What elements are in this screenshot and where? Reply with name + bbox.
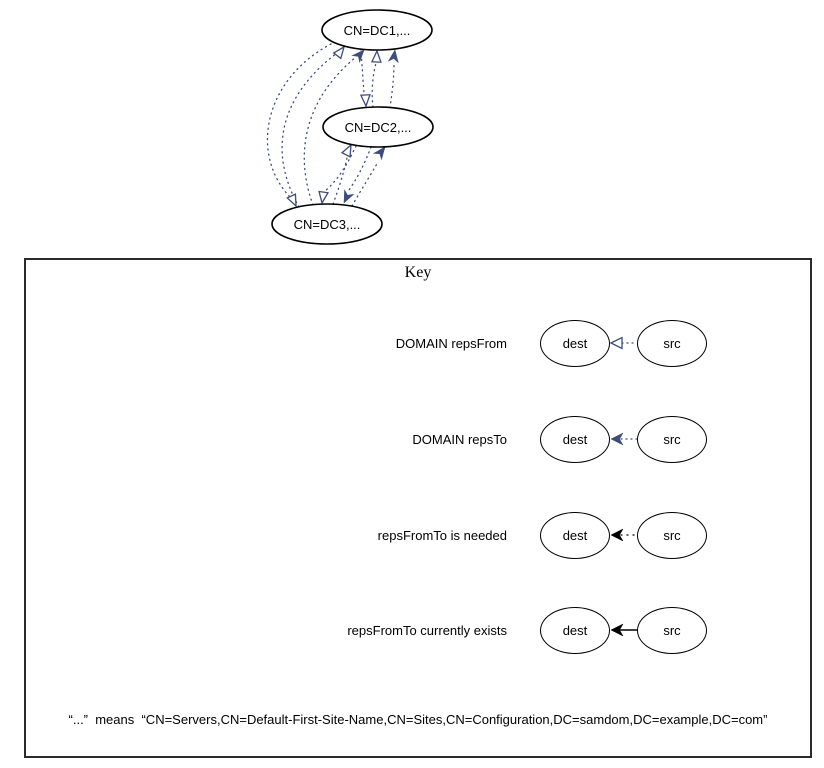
dest-ellipse: dest bbox=[540, 415, 610, 463]
edge-dc3-dc2-repsto bbox=[351, 161, 379, 207]
src-label: src bbox=[663, 622, 681, 638]
replication-graph: CN=DC1,... CN=DC2,... CN=DC3,... bbox=[266, 9, 434, 245]
key-row-repsfromto-needed: repsFromTo is needed dest src bbox=[26, 511, 810, 559]
open-arrowhead-icon bbox=[318, 190, 330, 205]
src-ellipse: src bbox=[637, 415, 707, 463]
key-row-repsfromto-exists: repsFromTo currently exists dest src bbox=[26, 606, 810, 654]
key-title: Key bbox=[404, 264, 432, 281]
key-row-label: repsFromTo currently exists bbox=[347, 622, 507, 638]
key-row-label: repsFromTo is needed bbox=[377, 527, 507, 543]
filled-vee-dotted-black-icon bbox=[610, 528, 637, 542]
open-arrowhead-icon bbox=[286, 193, 297, 208]
open-arrowhead-icon bbox=[359, 94, 371, 108]
dest-ellipse: dest bbox=[540, 606, 610, 654]
graph-arrowheads bbox=[286, 45, 399, 208]
edge-dc3-dc1-repsto bbox=[303, 56, 357, 206]
open-arrowhead-icon bbox=[340, 143, 352, 158]
dest-label: dest bbox=[562, 335, 588, 351]
node-dc2-ellipse bbox=[322, 106, 434, 148]
edge-dc2-dc1-repsfrom bbox=[371, 62, 377, 108]
src-ellipse: src bbox=[637, 319, 707, 367]
node-dc1-ellipse bbox=[321, 9, 433, 51]
edge-dc2-dc1-repsto bbox=[389, 62, 395, 109]
open-arrowhead-icon bbox=[332, 45, 346, 60]
key-row-repsfrom: DOMAIN repsFrom dest src bbox=[26, 319, 810, 367]
edge-dc3-dc1-repsfrom bbox=[281, 52, 338, 208]
dest-ellipse: dest bbox=[540, 319, 610, 367]
dest-label: dest bbox=[562, 431, 588, 447]
dest-label: dest bbox=[562, 527, 588, 543]
filled-vee-dotted-navy-icon bbox=[610, 432, 637, 446]
src-label: src bbox=[663, 335, 681, 351]
footnote: “...” means “CN=Servers,CN=Default-First… bbox=[68, 712, 768, 727]
node-dc2-label: CN=DC2,... bbox=[345, 120, 412, 135]
key-row-label: DOMAIN repsFrom bbox=[395, 335, 507, 351]
src-label: src bbox=[663, 431, 681, 447]
dest-ellipse: dest bbox=[540, 511, 610, 559]
key-row-label: DOMAIN repsTo bbox=[412, 431, 507, 447]
key-row-repsto: DOMAIN repsTo dest src bbox=[26, 415, 810, 463]
src-label: src bbox=[663, 527, 681, 543]
edge-dc1-dc3-repsfrom bbox=[266, 43, 332, 198]
edge-dc2-dc3-repsto bbox=[348, 146, 372, 191]
filled-arrowhead-icon bbox=[351, 49, 365, 64]
node-dc1-label: CN=DC1,... bbox=[344, 23, 411, 38]
open-arrowhead-icon bbox=[370, 49, 382, 63]
edge-dc2-dc3-repsfrom bbox=[324, 145, 357, 192]
node-dc3-label: CN=DC3,... bbox=[294, 217, 361, 232]
filled-vee-solid-black-icon bbox=[610, 623, 637, 637]
node-dc3-ellipse bbox=[271, 203, 383, 245]
filled-arrowhead-icon bbox=[387, 49, 399, 64]
src-ellipse: src bbox=[637, 606, 707, 654]
graph-nodes: CN=DC1,... CN=DC2,... CN=DC3,... bbox=[271, 9, 434, 245]
src-ellipse: src bbox=[637, 511, 707, 559]
dest-label: dest bbox=[562, 622, 588, 638]
open-triangle-dotted-navy-icon bbox=[610, 336, 637, 350]
key-panel: Key DOMAIN repsFrom dest src DOMAIN reps… bbox=[24, 258, 812, 758]
filled-arrowhead-icon bbox=[343, 189, 355, 204]
graph-edges bbox=[266, 43, 395, 208]
filled-arrowhead-icon bbox=[372, 146, 386, 161]
